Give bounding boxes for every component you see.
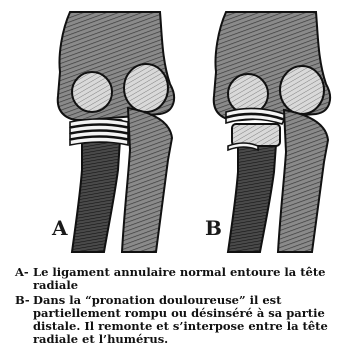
radius-bone (72, 140, 120, 252)
caption-item-text: Dans la “pronation douloureuse” il est p… (33, 294, 337, 347)
trochlea (280, 66, 324, 114)
panel-b-drawing (214, 12, 330, 252)
ulna-bone (278, 110, 328, 252)
panel-a-drawing (58, 12, 174, 252)
panel-a-label: A (52, 216, 68, 240)
caption-item-b: B- Dans la “pronation douloureuse” il es… (15, 294, 337, 347)
ulna-bone (122, 108, 172, 252)
caption-item-letter: B- (15, 294, 33, 347)
figure-caption: A- Le ligament annulaire normal entoure … (15, 266, 337, 348)
caption-item-letter: A- (15, 266, 33, 293)
panel-b-label: B (205, 216, 222, 240)
capitulum (72, 72, 112, 112)
trochlea (124, 64, 168, 112)
radius-bone (228, 144, 276, 252)
annular-ligament (70, 119, 128, 145)
caption-item-text: Le ligament annulaire normal entoure la … (33, 266, 337, 293)
caption-item-a: A- Le ligament annulaire normal entoure … (15, 266, 337, 293)
